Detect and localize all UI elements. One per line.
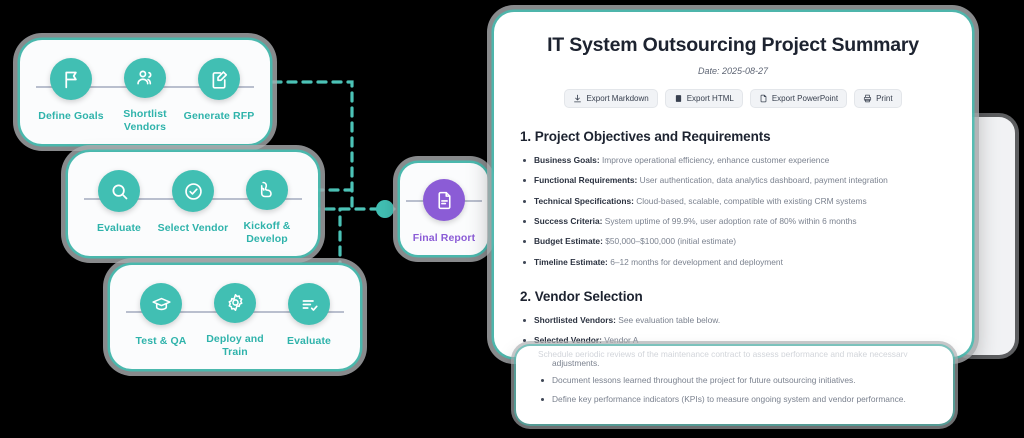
final-report-label: Final Report xyxy=(412,232,476,244)
search-icon xyxy=(98,170,140,212)
bullet-text: $50,000–$100,000 (initial estimate) xyxy=(605,236,737,247)
bullet-term: Functional Requirements: xyxy=(534,175,638,186)
recommendations-bullet-list: Document lessons learned throughout the … xyxy=(538,375,931,406)
document-date: Date: 2025-08-27 xyxy=(697,66,769,76)
flow-step-label: Shortlist Vendors xyxy=(123,107,167,133)
button-label: Export PowerPoint xyxy=(771,94,839,103)
flow-step-evaluate-final[interactable]: Evaluate xyxy=(272,283,346,359)
flow-card-phase-3[interactable]: Test & QA Deploy and Train xyxy=(110,265,360,369)
bullet-text: User authentication, data analytics dash… xyxy=(639,175,888,186)
bullet-term: Success Criteria: xyxy=(534,216,603,227)
bullet-text: Improve operational efficiency, enhance … xyxy=(601,155,830,165)
export-toolbar: Export Markdown Export HTML Export Power… xyxy=(520,89,946,108)
check-circle-icon xyxy=(172,170,214,212)
list-item: Technical Specifications: Cloud-based, s… xyxy=(520,196,946,207)
users-icon xyxy=(124,58,166,98)
flow-card-phase-1[interactable]: Define Goals Shortlist Vendors xyxy=(20,40,270,144)
bullet-text: See evaluation table below. xyxy=(618,315,721,326)
flow-step-test-qa[interactable]: Test & QA xyxy=(124,283,198,359)
graduation-cap-icon xyxy=(140,283,182,325)
flow-step-kickoff-develop[interactable]: Kickoff & Develop xyxy=(230,170,304,246)
flow-step-shortlist-vendors[interactable]: Shortlist Vendors xyxy=(108,58,182,134)
section-2-bullet-list: Shortlisted Vendors: See evaluation tabl… xyxy=(520,315,946,347)
flag-icon xyxy=(50,58,92,100)
flow-step-generate-rfp[interactable]: Generate RFP xyxy=(182,58,256,134)
section-2-heading: 2. Vendor Selection xyxy=(520,289,643,305)
gear-icon xyxy=(214,283,256,323)
flow-step-label: Evaluate xyxy=(97,222,141,234)
flow-step-select-vendor[interactable]: Select Vendor xyxy=(156,170,230,246)
list-item: Shortlisted Vendors: See evaluation tabl… xyxy=(520,315,946,326)
button-label: Export Markdown xyxy=(586,94,649,103)
list-item: Budget Estimate: $50,000–$100,000 (initi… xyxy=(520,236,946,247)
flow-step-label: Test & QA xyxy=(135,335,187,347)
printer-icon xyxy=(864,94,872,103)
code-file-icon xyxy=(675,95,681,102)
list-item: Timeline Estimate: 6–12 months for devel… xyxy=(520,257,946,268)
flow-step-deploy-and-train[interactable]: Deploy and Train xyxy=(198,283,272,359)
bullet-term: Timeline Estimate: xyxy=(534,256,608,267)
bullet-term: Selected Vendor: xyxy=(534,335,602,346)
bullet-text: Cloud-based, scalable, compatible with e… xyxy=(636,195,867,206)
flow-step-label: Deploy and Train xyxy=(206,332,264,358)
bullet-term: Business Goals: xyxy=(534,155,600,165)
bullet-text: System uptime of 99.9%, user adoption ra… xyxy=(604,216,857,227)
print-button[interactable]: Print xyxy=(854,89,902,108)
bullet-term: Technical Specifications: xyxy=(534,195,634,206)
continuation-word: adjustments. xyxy=(552,358,600,368)
clipped-text-line: Schedule periodic reviews of the mainten… xyxy=(538,349,908,357)
bullet-text: 6–12 months for development and deployme… xyxy=(610,256,783,267)
page-title: IT System Outsourcing Project Summary xyxy=(547,34,919,56)
flow-step-label: Define Goals xyxy=(38,110,104,122)
flow-step-label: Select Vendor xyxy=(157,222,229,234)
button-label: Print xyxy=(876,94,893,103)
final-report-node[interactable]: Final Report xyxy=(400,163,488,255)
section-1-heading: 1. Project Objectives and Requirements xyxy=(520,129,771,144)
bullet-text: Vendor A xyxy=(604,335,639,346)
list-check-icon xyxy=(288,283,330,325)
flow-step-evaluate[interactable]: Evaluate xyxy=(82,170,156,246)
flow-step-label: Generate RFP xyxy=(183,110,255,122)
button-label: Export HTML xyxy=(686,94,734,103)
list-item: Business Goals: Improve operational effi… xyxy=(520,155,946,166)
slides-file-icon xyxy=(760,94,767,103)
section-1-bullet-list: Business Goals: Improve operational effi… xyxy=(520,155,946,268)
muscle-icon xyxy=(246,170,288,210)
flow-step-define-goals[interactable]: Define Goals xyxy=(34,58,108,134)
recommendations-overlay-card[interactable]: Schedule periodic reviews of the mainten… xyxy=(516,346,953,424)
bullet-term: Budget Estimate: xyxy=(534,236,603,247)
list-item: Success Criteria: System uptime of 99.9%… xyxy=(520,216,946,227)
list-item: Document lessons learned throughout the … xyxy=(538,375,931,386)
export-powerpoint-button[interactable]: Export PowerPoint xyxy=(749,89,848,108)
junction-dot xyxy=(376,200,394,218)
flow-step-label: Kickoff & Develop xyxy=(243,219,291,245)
download-icon xyxy=(574,94,582,103)
document-edit-icon xyxy=(198,58,240,100)
list-item: Selected Vendor: Vendor A xyxy=(520,335,946,346)
flow-step-label: Evaluate xyxy=(287,335,331,347)
flow-card-phase-2[interactable]: Evaluate Select Vendor xyxy=(68,152,318,256)
export-markdown-button[interactable]: Export Markdown xyxy=(564,89,658,108)
bullet-term: Shortlisted Vendors: xyxy=(534,315,616,326)
list-item: Functional Requirements: User authentica… xyxy=(520,175,946,186)
export-html-button[interactable]: Export HTML xyxy=(664,89,743,108)
report-document-card[interactable]: IT System Outsourcing Project Summary Da… xyxy=(494,12,972,357)
report-document-icon xyxy=(423,179,465,221)
list-item: Define key performance indicators (KPIs)… xyxy=(538,394,931,405)
